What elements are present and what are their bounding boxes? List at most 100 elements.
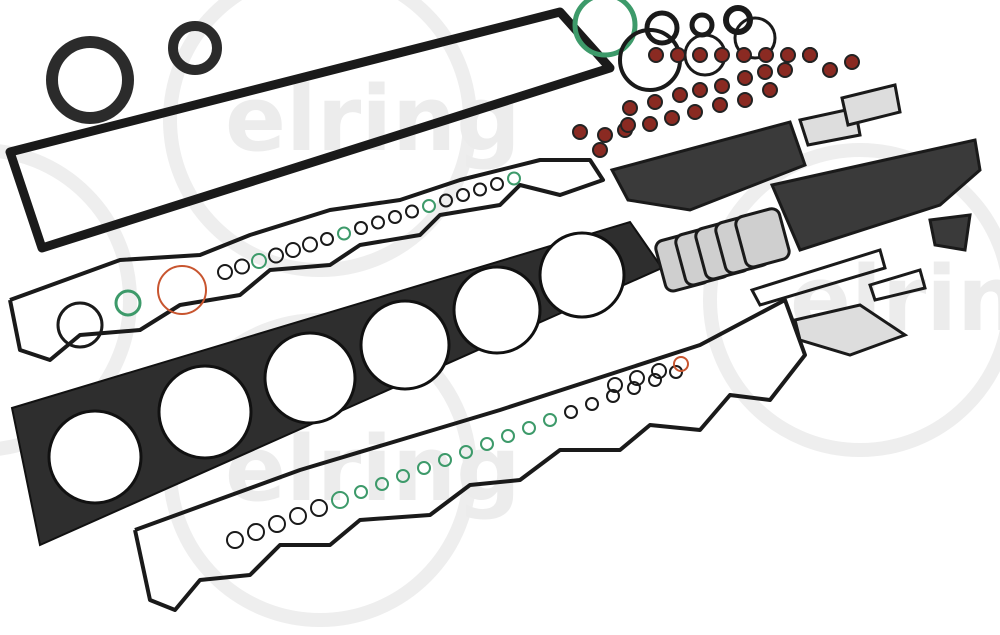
valve-stem-seal [642, 116, 658, 132]
small-o-ring [651, 363, 667, 379]
small-o-ring [459, 445, 473, 459]
valve-cover-gasket-upper [8, 158, 605, 362]
oil-cooler-gasket [609, 120, 807, 212]
valve-stem-seal [687, 104, 703, 120]
watermark-ring [703, 143, 1000, 457]
valve-stem-seal [762, 82, 778, 98]
small-o-ring [480, 437, 494, 451]
small-o-ring [564, 405, 578, 419]
small-o-ring [251, 253, 267, 269]
small-o-ring [375, 477, 389, 491]
valve-stem-seal [648, 47, 664, 63]
valve-stem-seal [757, 64, 773, 80]
small-o-ring [337, 226, 351, 241]
valve-stem-seals [572, 47, 860, 158]
water-pump-gasket [928, 213, 972, 252]
small-o-ring [388, 210, 402, 224]
valve-stem-seal [670, 47, 686, 63]
right-gaskets [609, 83, 982, 357]
valve-stem-seal [672, 87, 688, 103]
small-o-ring [439, 193, 453, 208]
small-o-ring [405, 204, 419, 219]
valve-stem-seal [736, 47, 752, 63]
small-o-ring [585, 397, 599, 411]
valve-stem-seal [572, 124, 588, 140]
turbo-gasket [840, 83, 902, 127]
small-o-ring [629, 370, 645, 386]
small-o-ring [289, 507, 307, 525]
small-o-rings [217, 171, 689, 549]
small-o-ring [310, 499, 328, 517]
small-o-ring [302, 236, 318, 253]
small-o-ring [673, 356, 689, 372]
small-o-ring [606, 389, 620, 403]
watermark-ring [163, 0, 477, 277]
valve-stem-seal [692, 47, 708, 63]
watermark-text-group: elring elring elring [225, 67, 1000, 522]
crank-seal-large [46, 36, 134, 124]
small-o-ring [234, 258, 250, 275]
valve-stem-seal [758, 47, 774, 63]
crank-seal-small [168, 21, 222, 75]
valve-stem-seal [592, 142, 608, 158]
valve-stem-seal [737, 92, 753, 108]
valve-stem-seal [780, 47, 796, 63]
cylinder-bore [452, 265, 542, 355]
watermark-ring [0, 144, 137, 456]
small-o-ring [543, 413, 557, 427]
cylinder-bore [263, 331, 357, 425]
cylinder-bore [359, 299, 451, 391]
small-o-ring [268, 247, 284, 264]
oil-pan-gasket [5, 7, 615, 253]
valve-stem-seal [712, 97, 728, 113]
small-o-ring [627, 381, 641, 395]
valve-stem-seal [777, 62, 793, 78]
small-o-ring [473, 182, 487, 197]
valve-stem-seal [597, 127, 613, 143]
small-o-ring [396, 469, 410, 483]
small-o-ring [507, 171, 521, 186]
valve-stem-seal [647, 94, 663, 110]
small-gasket [868, 268, 927, 302]
small-o-ring [417, 461, 431, 475]
o-ring [644, 10, 680, 46]
small-o-ring [354, 485, 368, 499]
cover-gasket [769, 138, 982, 252]
small-o-ring [522, 421, 536, 435]
cylinder-head-gasket [10, 220, 664, 547]
o-ring [723, 5, 753, 35]
valve-stem-seal [714, 78, 730, 94]
o-ring [114, 289, 142, 317]
small-o-ring [371, 215, 385, 230]
small-o-ring [320, 232, 334, 246]
small-o-ring [422, 199, 436, 213]
valve-stem-seal [802, 47, 818, 63]
small-o-ring [607, 377, 623, 393]
small-o-ring [268, 515, 286, 533]
o-ring [733, 16, 777, 60]
small-o-ring [490, 177, 504, 191]
small-o-ring [438, 453, 452, 467]
o-ring [689, 12, 715, 38]
valve-stem-seal [692, 82, 708, 98]
valve-cover-gasket-lower [133, 298, 807, 612]
small-o-ring [226, 531, 244, 549]
o-ring [572, 0, 638, 58]
small-o-ring [247, 523, 265, 541]
exhaust-manifold-gaskets [654, 207, 791, 293]
small-o-ring [669, 365, 683, 379]
cylinder-bore [47, 409, 143, 505]
manifold-gasket [734, 207, 791, 269]
pipe-gasket [749, 248, 887, 307]
o-ring [157, 265, 207, 315]
small-o-ring [456, 188, 470, 202]
small-o-ring [331, 491, 349, 509]
valve-stem-seal [714, 47, 730, 63]
valve-stem-seal [664, 110, 680, 126]
small-o-ring [501, 429, 515, 443]
turbo-flange-gasket [793, 303, 909, 357]
valve-stem-seal [822, 62, 838, 78]
small-o-ring [648, 373, 662, 387]
